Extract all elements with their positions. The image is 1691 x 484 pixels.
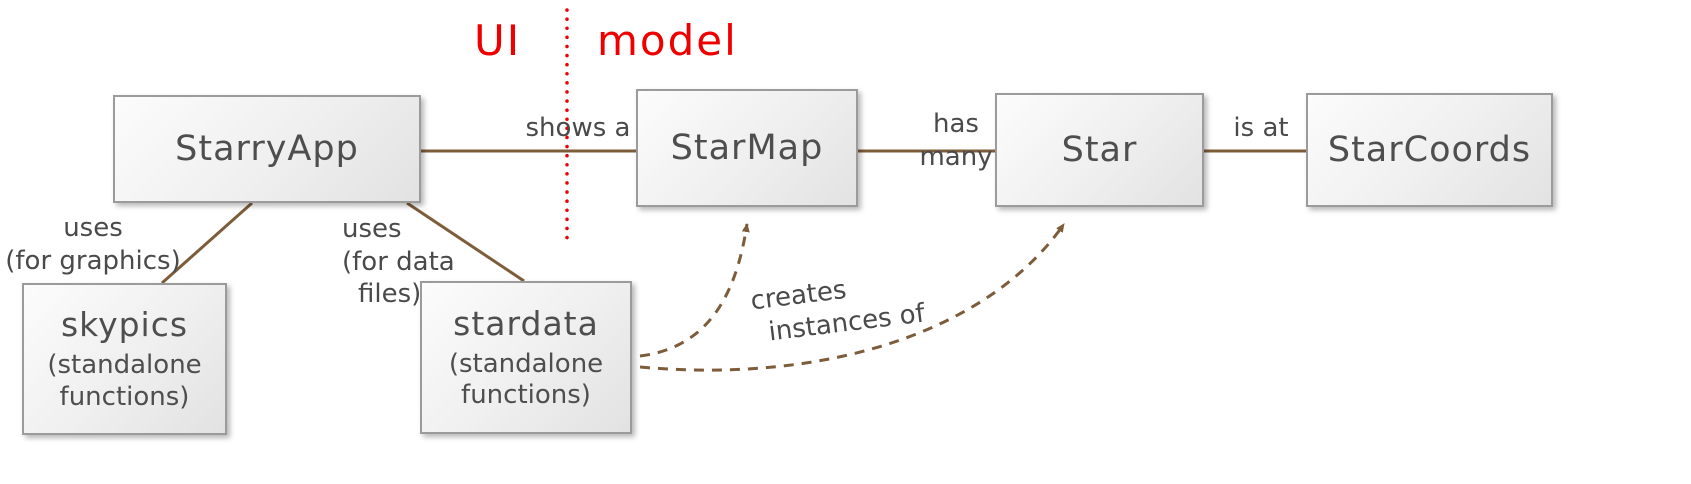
node-skypics-title: skypics	[60, 305, 189, 345]
node-stardata: stardata (standalone functions)	[420, 281, 632, 434]
node-starcoords: StarCoords	[1306, 93, 1553, 207]
edge-starryapp-stardata	[406, 201, 525, 283]
edge-label-uses-data-2: (for data	[342, 246, 455, 277]
node-skypics: skypics (standalone functions)	[22, 283, 227, 435]
node-starryapp-title: StarryApp	[175, 129, 359, 169]
region-label-model: model	[597, 16, 738, 65]
edge-label-has-many: has many	[918, 108, 994, 173]
node-starcoords-title: StarCoords	[1327, 130, 1532, 170]
edge-label-many: many	[919, 141, 993, 172]
edge-starryapp-skypics	[161, 201, 253, 285]
edge-label-uses-graphics-1: uses	[63, 213, 123, 243]
node-starmap-title: StarMap	[670, 128, 824, 168]
node-stardata-subtitle: (standalone functions)	[448, 348, 604, 410]
node-stardata-title: stardata	[453, 303, 599, 343]
edge-label-shows-a: shows a	[525, 113, 631, 143]
edge-label-is-at: is at	[1233, 113, 1289, 143]
node-skypics-subtitle: (standalone functions)	[47, 350, 202, 412]
edge-label-has: has	[933, 109, 979, 139]
edge-label-uses-data: uses (for data files)	[342, 213, 502, 311]
arrow-stardata-star	[639, 223, 1066, 372]
arrow-stardata-starmap	[639, 223, 750, 358]
node-star: Star	[995, 93, 1204, 207]
edge-label-uses-graphics-2: (for graphics)	[5, 245, 181, 276]
node-starryapp: StarryApp	[113, 95, 421, 203]
region-label-ui: UI	[474, 16, 522, 65]
edge-label-uses-data-1: uses	[342, 214, 402, 244]
edge-label-uses-data-3: files)	[358, 279, 422, 309]
edge-label-uses-graphics: uses (for graphics)	[0, 212, 186, 277]
node-starmap: StarMap	[636, 89, 858, 207]
node-star-title: Star	[1061, 130, 1138, 170]
